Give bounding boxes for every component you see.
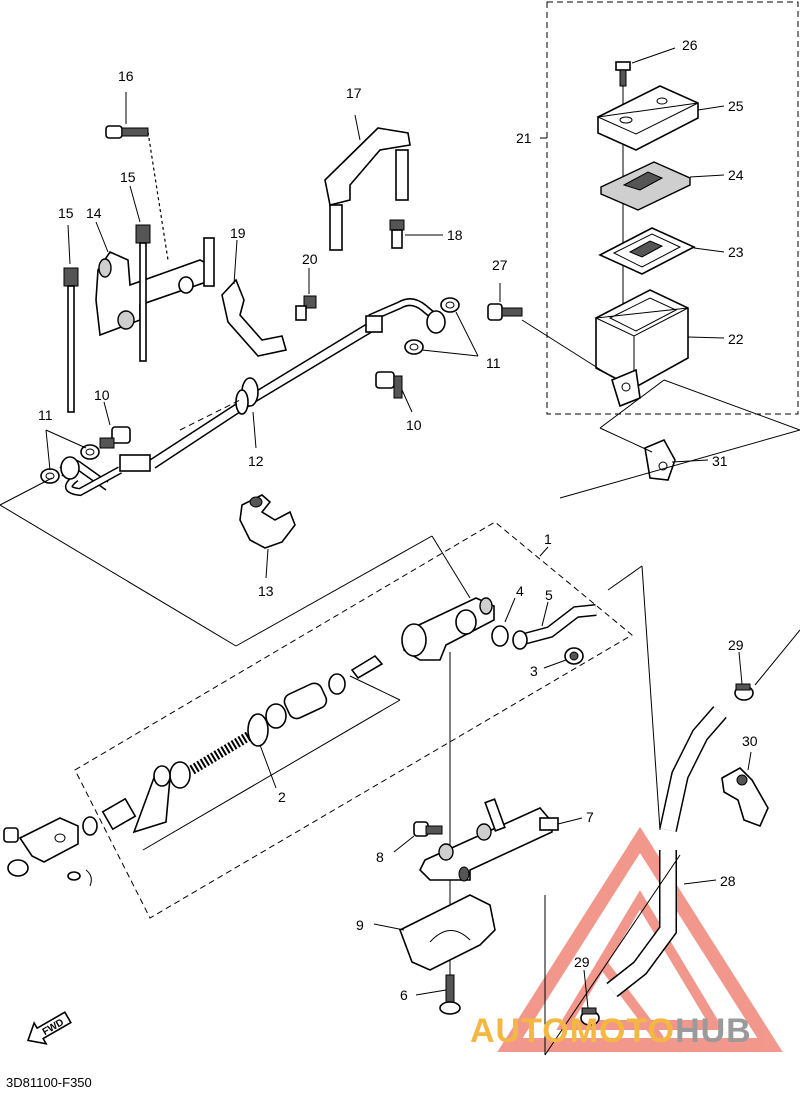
callout-9: 9 [356,917,364,933]
part-20-bolt [295,295,317,321]
callout-16: 16 [118,68,134,84]
part-17-bracket [324,114,411,251]
callout-23: 23 [728,244,744,260]
part-29-clamp-upper [734,683,754,701]
watermark-part1: AUTOMOTO [470,1012,676,1050]
callout-14: 14 [86,205,102,221]
callout-31: 31 [712,453,728,469]
part-18-bolt [389,219,405,249]
callout-26: 26 [682,37,698,53]
part-11-washer-left-1 [80,444,100,460]
part-9-guard [398,866,496,971]
part-28-hose [606,706,727,998]
part-24-plate [600,161,691,211]
part-3-clip [564,647,584,665]
callout-6: 6 [400,987,408,1003]
callout-19: 19 [230,225,246,241]
callout-2: 2 [278,789,286,805]
part-1-master-cylinder [401,597,495,661]
callout-12: 12 [248,453,264,469]
callout-18: 18 [447,227,463,243]
part-14-bracket [95,237,215,337]
part-8-bolt [413,821,443,837]
part-31-clip [644,438,676,481]
assembly-box-21 [546,1,799,415]
watermark-part2: HUB [675,1012,752,1050]
callout-4: 4 [516,583,524,599]
callout-29-lower: 29 [574,954,590,970]
callout-1: 1 [544,531,552,547]
fwd-arrow-icon: FWD [26,1011,72,1045]
part-11-washer-right-2 [404,339,424,355]
callout-20: 20 [302,251,318,267]
callout-5: 5 [545,587,553,603]
callout-10-left: 10 [94,387,110,403]
assembly-box-1 [74,521,633,919]
part-7-bracket [419,798,559,881]
callout-25: 25 [728,98,744,114]
part-10-bolt-right [375,371,403,399]
callout-15-upper: 15 [120,169,136,185]
callout-28: 28 [720,873,736,889]
part-15-tie-lower [63,267,79,413]
part-13-clamp [239,494,296,549]
callout-11-left: 11 [38,407,53,423]
part-26-screw [615,61,631,87]
callout-13: 13 [258,583,274,599]
callout-17: 17 [346,85,362,101]
callout-7: 7 [586,809,594,825]
callout-10-right: 10 [406,417,422,433]
part-5-hose-joint [512,604,597,650]
callout-22: 22 [728,331,744,347]
part-22-reservoir [594,289,689,408]
part-27-bolt [487,303,523,321]
callout-3: 3 [530,663,538,679]
fwd-label: FWD [41,1017,66,1038]
part-15-tie-upper [135,224,151,362]
callout-24: 24 [728,167,744,183]
callout-21: 21 [516,130,532,146]
part-25-cap [596,85,699,151]
part-12-brake-hose [59,298,446,497]
watermark-text: AUTOMOTOHUB [470,1012,752,1051]
part-30-clamp [721,767,769,828]
part-2-piston-kit [101,654,384,834]
clevis-assembly [3,816,98,887]
callout-29-upper: 29 [728,637,744,653]
diagram-code: 3D81100-F350 [6,1075,92,1090]
part-4-o-ring [491,625,509,647]
callout-15-lower: 15 [58,205,74,221]
part-23-diaphragm [598,227,696,275]
callout-11-right: 11 [486,355,501,371]
part-6-bolt [439,974,461,1015]
part-11-washer-right-1 [440,297,460,313]
watermark-logo [497,826,783,1052]
part-29-clamp-lower [580,1007,600,1026]
callout-27: 27 [492,257,508,273]
part-10-bolt-left [99,426,131,449]
part-11-washer-left-2 [40,468,60,484]
part-16-bolt [105,125,149,139]
callout-8: 8 [376,849,384,865]
callout-30: 30 [742,733,758,749]
part-19-bracket [221,278,288,357]
